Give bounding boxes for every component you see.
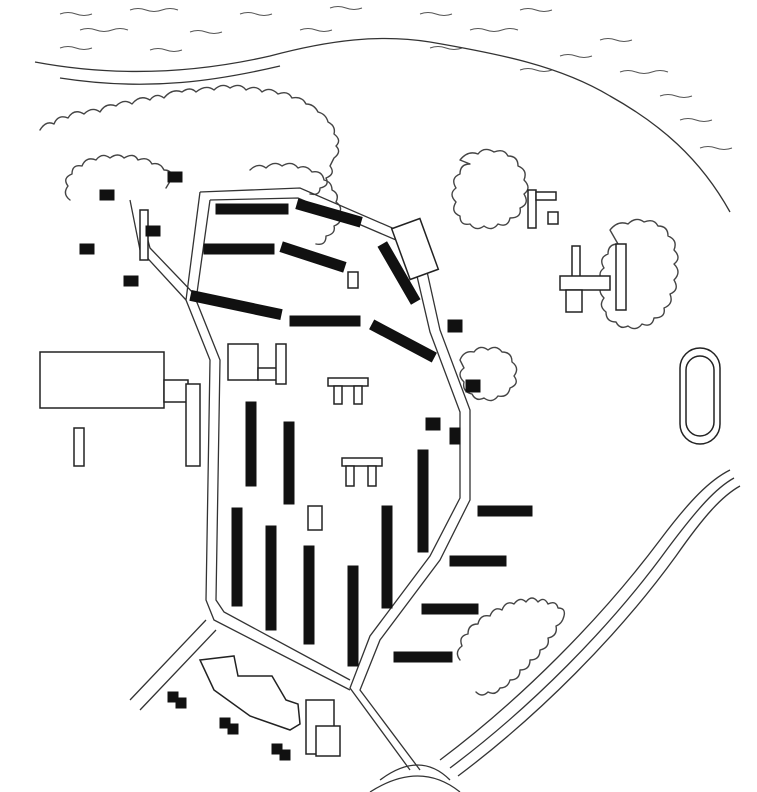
roundabout	[369, 764, 461, 792]
railway	[439, 469, 741, 777]
west-road-outer	[185, 191, 351, 691]
barracks	[79, 171, 533, 761]
tree-line-inner	[64, 154, 173, 201]
tree-line-north	[39, 84, 340, 196]
sports-track	[679, 347, 721, 445]
river	[34, 6, 733, 213]
entrance-complex	[198, 655, 301, 731]
water-ripples	[59, 6, 733, 150]
tree-line-ridge	[249, 162, 342, 246]
tree-cluster-east	[451, 148, 529, 230]
tree-belt-southeast	[456, 597, 566, 696]
riverbank-strip	[59, 65, 281, 85]
west-road-inner	[195, 199, 351, 681]
large-hall	[39, 351, 165, 409]
tree-cluster-east-2	[599, 218, 679, 330]
tree-cover	[39, 84, 679, 696]
perimeter-road-outer	[199, 187, 471, 771]
outline-buildings	[39, 189, 627, 757]
tree-cluster-mid	[459, 346, 518, 402]
riverbank-line	[34, 37, 731, 213]
southwest-road	[129, 619, 217, 711]
